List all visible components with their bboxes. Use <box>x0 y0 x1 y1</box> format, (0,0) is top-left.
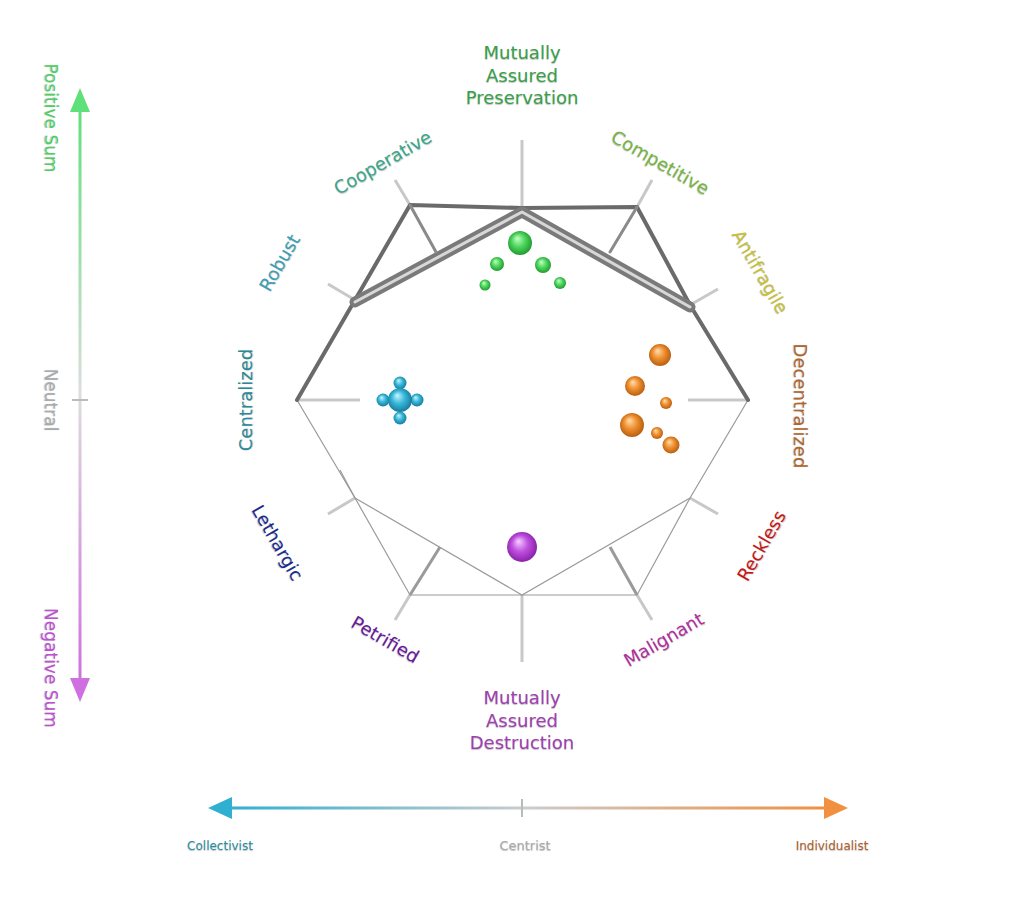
axis-label: Individualist <box>796 839 869 854</box>
axis-label: Negative Sum <box>39 608 60 728</box>
horizontal-axis <box>208 797 848 819</box>
arrow-head <box>70 678 90 702</box>
spoke <box>395 595 410 620</box>
vertex-label: Centralized <box>235 349 258 452</box>
sphere <box>388 388 412 412</box>
cyan-sphere-cluster <box>377 377 424 425</box>
orange-sphere-cluster <box>620 344 680 454</box>
spoke <box>328 284 355 300</box>
inner-v-highlight <box>355 212 690 307</box>
inner-v <box>355 498 690 595</box>
purple-sphere <box>507 532 537 562</box>
spoke <box>297 399 360 402</box>
inner-tick <box>410 547 440 595</box>
spoke <box>637 595 652 620</box>
inner-tick <box>410 205 436 252</box>
pole-label: Mutually Assured Preservation <box>447 42 597 110</box>
sphere <box>535 257 551 273</box>
sphere <box>508 231 532 255</box>
arrow-head <box>208 797 232 819</box>
spokes <box>297 140 748 662</box>
sphere <box>651 427 663 439</box>
vertex-label: Robust <box>255 231 305 296</box>
spoke <box>395 180 410 205</box>
sphere <box>649 344 671 366</box>
vertex-label: Lethargic <box>246 501 307 585</box>
sphere <box>663 437 680 454</box>
sphere <box>625 376 645 396</box>
outline-path <box>297 205 748 400</box>
axis-tick <box>521 799 523 817</box>
vertex-label: Antifragile <box>727 226 793 318</box>
axis-shaft <box>79 110 82 680</box>
spoke <box>690 498 718 514</box>
sphere <box>394 412 407 425</box>
lower-outline <box>297 400 748 595</box>
outline-path <box>297 400 748 595</box>
vertex-label: Reckless <box>733 507 791 586</box>
inner-tick <box>610 547 637 595</box>
inner-v <box>355 212 690 307</box>
axis-label: Positive Sum <box>39 63 60 172</box>
vertex-label: Malignant <box>620 608 708 672</box>
spoke <box>688 399 748 402</box>
sphere <box>490 257 504 271</box>
outline-path <box>340 470 355 498</box>
vertex-label: Cooperative <box>330 126 436 200</box>
vertex-label: Competitive <box>607 126 713 200</box>
pole-label: Mutually Assured Destruction <box>447 687 597 755</box>
axis-label: Neutral <box>39 369 60 432</box>
arrow-head <box>824 797 848 819</box>
axis-tick <box>72 399 88 401</box>
axis-shaft <box>230 807 826 810</box>
sphere <box>411 394 424 407</box>
arrow-head <box>70 88 90 112</box>
sphere <box>394 377 407 390</box>
spoke <box>690 289 718 305</box>
inner-tick <box>610 207 637 252</box>
green-sphere-cluster <box>480 231 567 291</box>
sphere <box>620 413 644 437</box>
spoke <box>521 140 524 208</box>
spoke <box>521 595 524 662</box>
vertical-axis <box>70 88 90 702</box>
sphere <box>507 532 537 562</box>
sphere <box>660 397 672 409</box>
axis-label: Centrist <box>499 838 550 854</box>
spoke <box>637 180 652 207</box>
upper-outline <box>297 205 748 400</box>
sphere <box>554 277 566 289</box>
sphere <box>377 394 390 407</box>
spoke <box>328 498 355 514</box>
vertex-label: Decentralized <box>789 344 812 469</box>
vertex-label: Petrified <box>347 612 423 669</box>
sphere <box>480 280 491 291</box>
axis-label: Collectivist <box>187 839 253 854</box>
